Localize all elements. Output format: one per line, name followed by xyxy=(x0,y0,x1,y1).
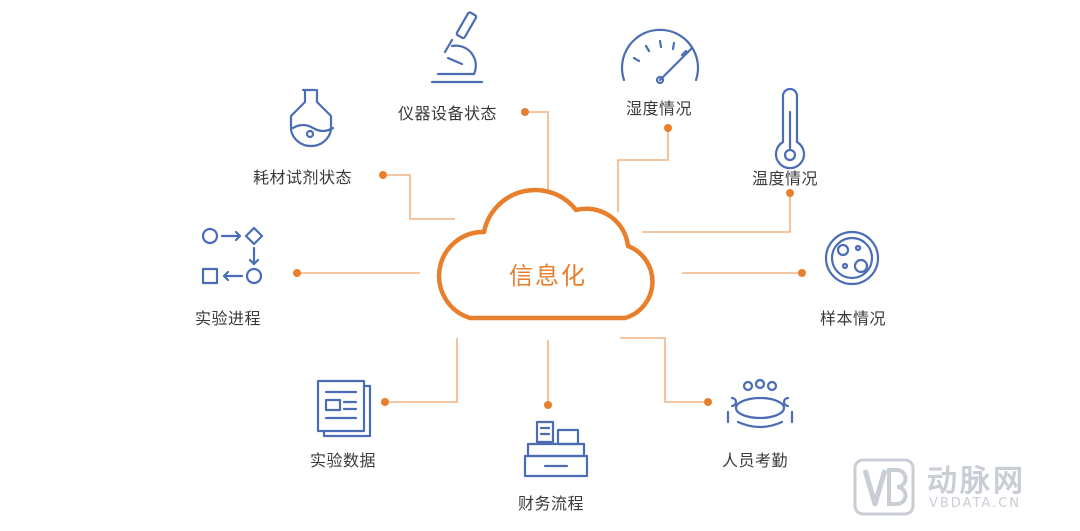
label-experiment-progress: 实验进程 xyxy=(195,309,262,328)
connectors xyxy=(297,111,802,405)
label-sample: 样本情况 xyxy=(820,309,887,328)
connector-dots xyxy=(293,108,806,409)
dot-sample xyxy=(798,269,806,277)
dot-attendance xyxy=(704,398,712,406)
watermark: 动脉网 VBDATA.CN xyxy=(853,456,1069,518)
document-icon xyxy=(316,379,372,438)
center-label: 信息化 xyxy=(509,262,587,290)
dot-consumables xyxy=(379,171,387,179)
dot-progress xyxy=(293,269,301,277)
thermometer-icon xyxy=(774,87,806,170)
dot-humidity xyxy=(664,124,672,132)
meeting-table-icon xyxy=(726,378,794,429)
dot-data xyxy=(381,398,389,406)
connector-humidity xyxy=(617,128,669,212)
dot-temperature xyxy=(786,189,794,197)
label-consumables: 耗材试剂状态 xyxy=(253,168,353,187)
cash-register-icon xyxy=(523,420,589,478)
cloud-icon xyxy=(436,187,655,321)
label-temperature: 温度情况 xyxy=(752,169,819,188)
connector-attendance xyxy=(620,337,708,403)
workflow-icon xyxy=(201,226,264,285)
dot-finance xyxy=(544,401,552,409)
label-humidity: 湿度情况 xyxy=(626,99,693,118)
label-finance: 财务流程 xyxy=(518,494,585,513)
label-attendance: 人员考勤 xyxy=(722,451,789,470)
connector-data xyxy=(385,338,458,403)
connector-temperature xyxy=(642,193,791,233)
flask-icon xyxy=(289,88,335,148)
label-experiment-data: 实验数据 xyxy=(310,451,377,470)
connector-consumables xyxy=(383,174,455,220)
connector-instrument xyxy=(525,111,549,190)
watermark-logo-text: 动脉网 xyxy=(927,464,1026,499)
vb-logo-icon xyxy=(853,458,915,516)
dot-instrument xyxy=(521,108,529,116)
petri-dish-icon xyxy=(824,230,880,286)
gauge-icon xyxy=(620,28,700,85)
watermark-url: VBDATA.CN xyxy=(929,496,1022,511)
microscope-icon xyxy=(430,11,484,84)
label-instrument-status: 仪器设备状态 xyxy=(398,104,498,123)
